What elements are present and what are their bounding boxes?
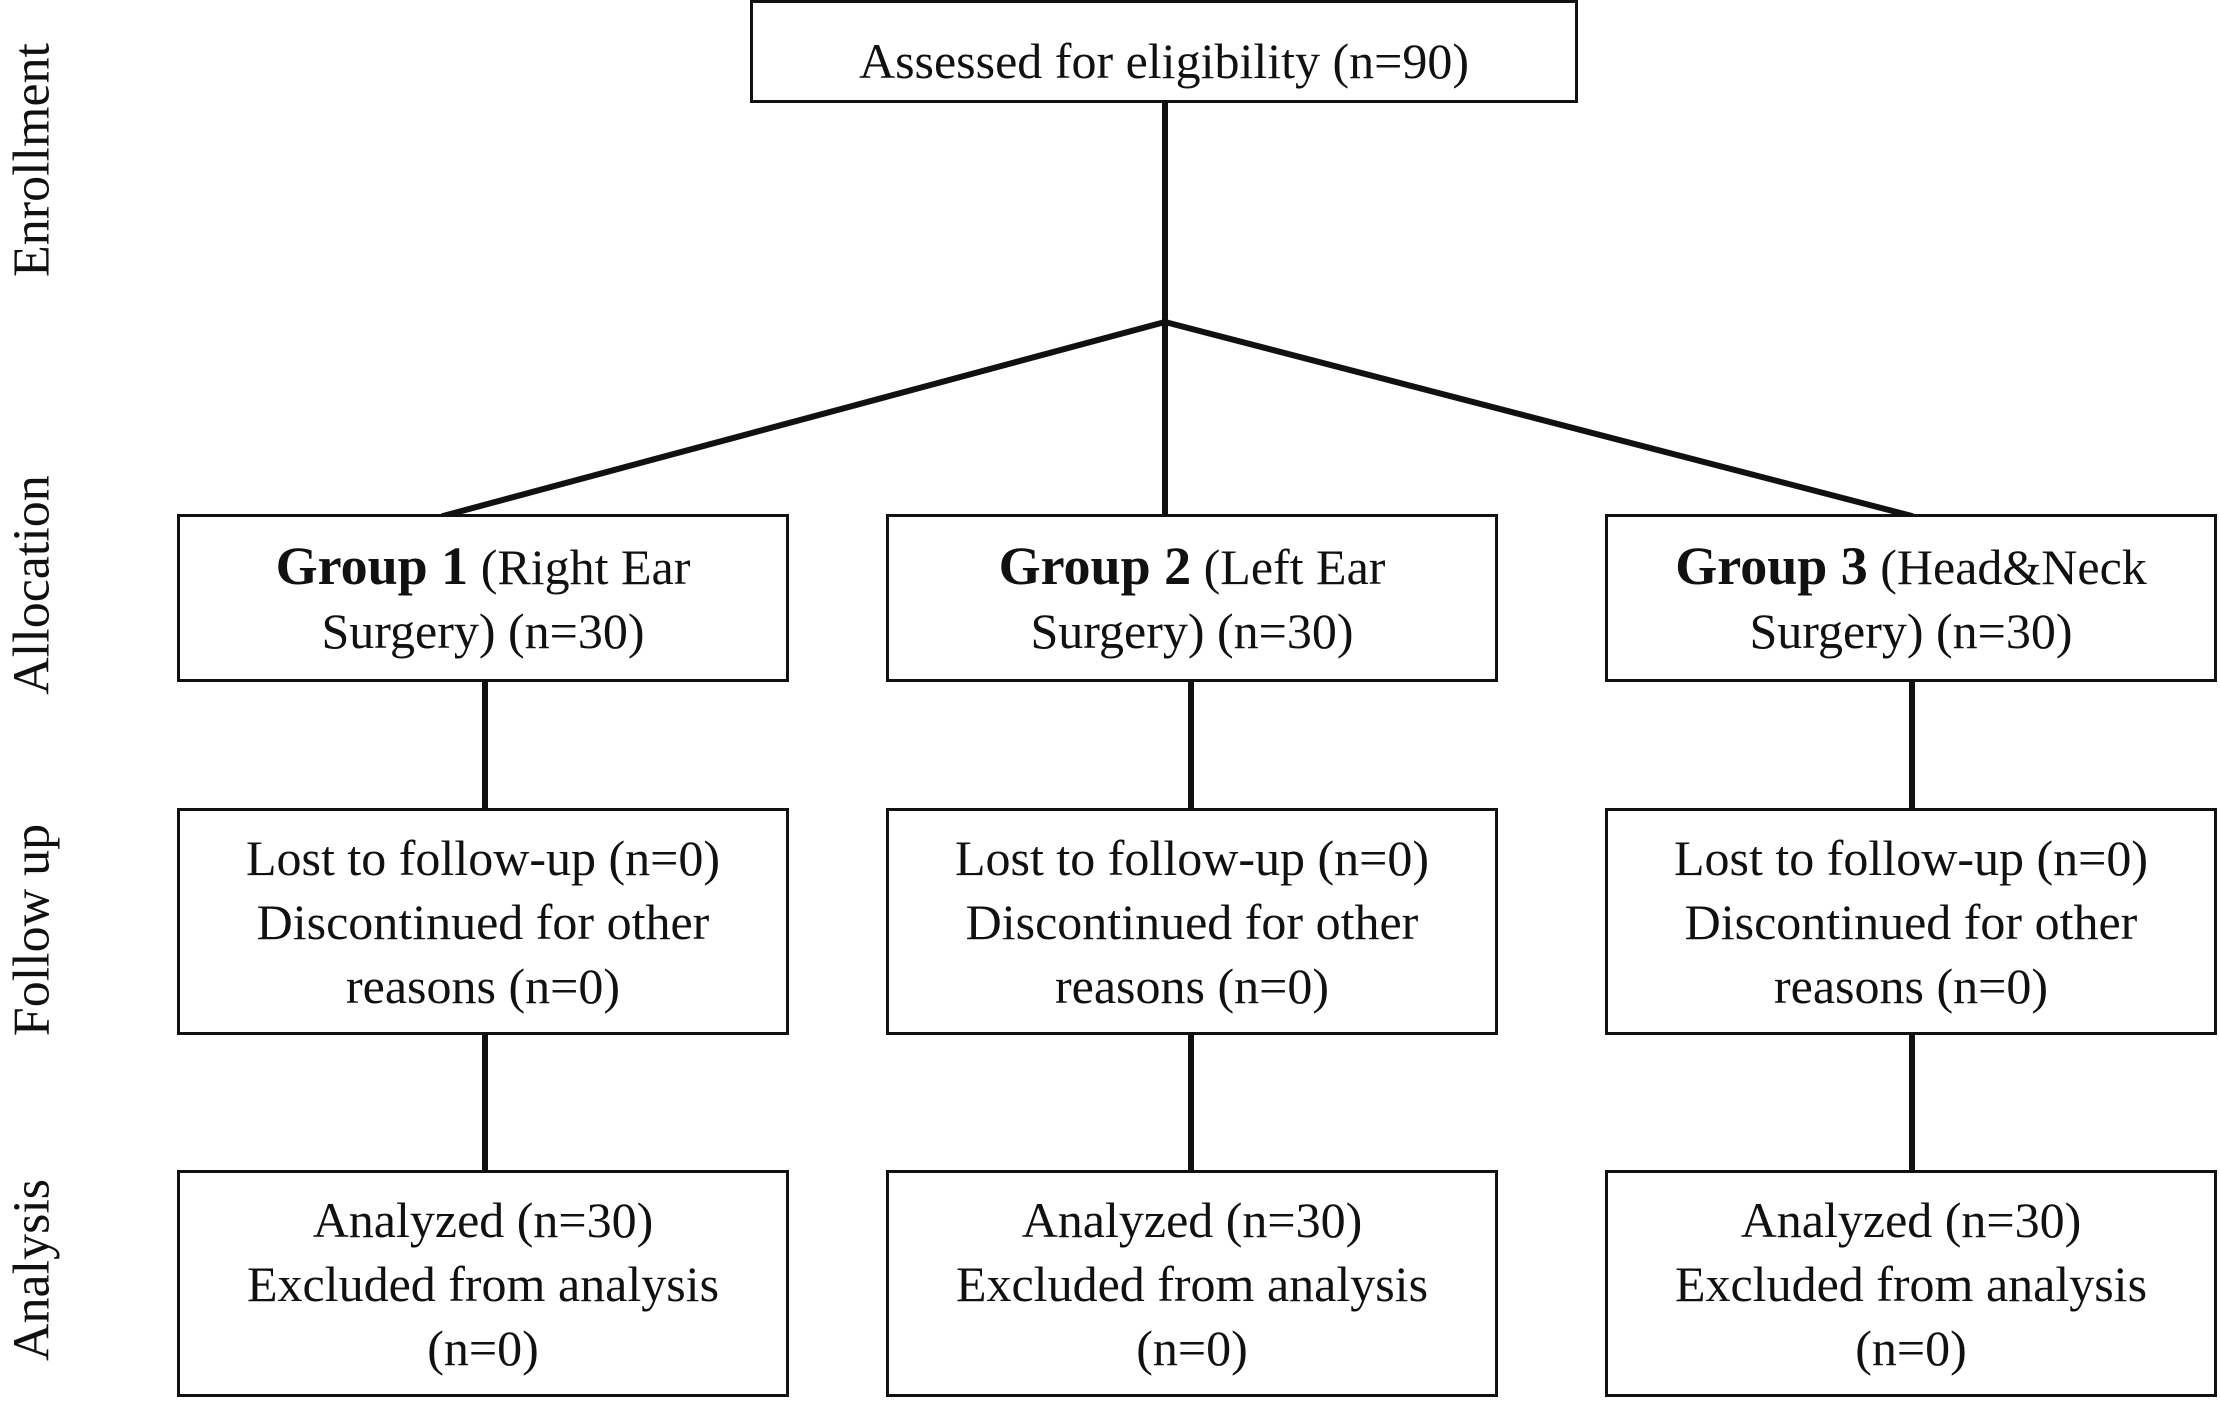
group-3-name: Group 3 <box>1675 535 1868 596</box>
group-1-followup-line-1: Lost to follow-up (n=0) <box>246 829 720 886</box>
group-3-detail-2: Surgery) (n=30) <box>1749 602 2073 659</box>
group-2-analysis-line-1: Analyzed (n=30) <box>1021 1191 1363 1248</box>
group-2-followup-line-3: reasons (n=0) <box>1055 957 1329 1014</box>
group-3-followup-line-1: Lost to follow-up (n=0) <box>1674 829 2148 886</box>
group-2-box: Group 2 (Left Ear Surgery) (n=30) <box>886 514 1498 682</box>
group-2-followup-box: Lost to follow-up (n=0) Discontinued for… <box>886 808 1498 1035</box>
group-3-analysis-line-1: Analyzed (n=30) <box>1740 1191 2082 1248</box>
connector-split-group-3 <box>1162 319 1915 519</box>
group-1-analysis-line-1: Analyzed (n=30) <box>312 1191 654 1248</box>
group-3-analysis-line-3: (n=0) <box>1855 1319 1967 1376</box>
group-2-analysis-box: Analyzed (n=30) Excluded from analysis (… <box>886 1170 1498 1397</box>
group-2-detail-2: Surgery) (n=30) <box>1030 602 1354 659</box>
stage-label-enrollment: Enrollment <box>3 43 61 277</box>
group-2-followup-line-1: Lost to follow-up (n=0) <box>955 829 1429 886</box>
group-1-name: Group 1 <box>275 535 469 596</box>
group-2-followup-line-2: Discontinued for other <box>965 893 1419 950</box>
enrollment-text: Assessed for eligibility (n=90) <box>858 32 1470 89</box>
group-1-detail-2: Surgery) (n=30) <box>321 602 645 659</box>
group-2-analysis-line-3: (n=0) <box>1136 1319 1248 1376</box>
group-3-analysis-box: Analyzed (n=30) Excluded from analysis (… <box>1605 1170 2217 1397</box>
group-2-detail: (Left Ear <box>1203 538 1386 595</box>
connector-split-group-1 <box>440 319 1168 519</box>
group-1-analysis-box: Analyzed (n=30) Excluded from analysis (… <box>177 1170 789 1397</box>
group-1-analysis-line-2: Excluded from analysis <box>246 1255 720 1312</box>
stage-label-analysis: Analysis <box>3 1179 61 1361</box>
group-2-name: Group 2 <box>998 535 1192 596</box>
group-3-analysis-line-2: Excluded from analysis <box>1674 1255 2148 1312</box>
enrollment-box: Assessed for eligibility (n=90) <box>750 0 1578 103</box>
group-1-followup-line-3: reasons (n=0) <box>346 957 620 1014</box>
group-1-followup-box: Lost to follow-up (n=0) Discontinued for… <box>177 808 789 1035</box>
group-2-analysis-line-2: Excluded from analysis <box>955 1255 1429 1312</box>
group-3-followup-line-2: Discontinued for other <box>1684 893 2138 950</box>
group-1-analysis-line-3: (n=0) <box>427 1319 539 1376</box>
group-3-detail: (Head&Neck <box>1880 538 2147 595</box>
group-3-followup-box: Lost to follow-up (n=0) Discontinued for… <box>1605 808 2217 1035</box>
stage-label-allocation: Allocation <box>3 475 61 695</box>
group-1-followup-line-2: Discontinued for other <box>256 893 710 950</box>
group-1-box: Group 1 (Right Ear Surgery) (n=30) <box>177 514 789 682</box>
group-3-followup-line-3: reasons (n=0) <box>1774 957 2048 1014</box>
group-1-detail: (Right Ear <box>480 538 691 595</box>
stage-label-follow-up: Follow up <box>3 823 61 1037</box>
group-3-box: Group 3 (Head&Neck Surgery) (n=30) <box>1605 514 2217 682</box>
